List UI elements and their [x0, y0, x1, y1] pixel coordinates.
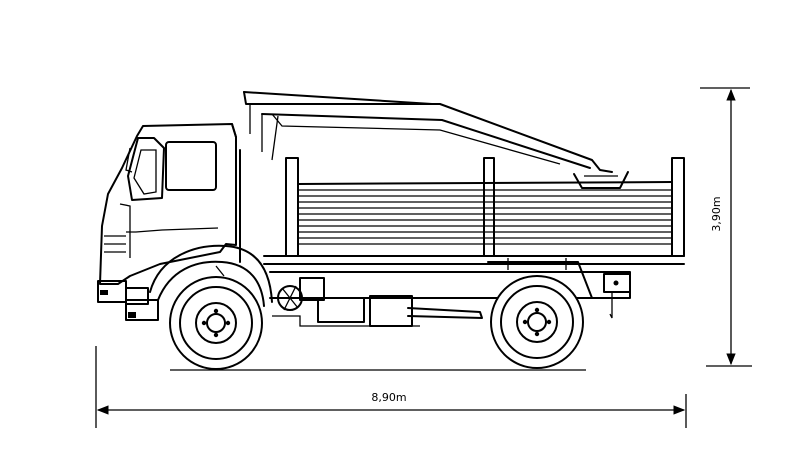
- length-dimension-label: 8,90m: [371, 391, 406, 404]
- front-fender: [149, 244, 273, 307]
- crane-boom: [243, 91, 629, 189]
- rear-wheel: [490, 275, 584, 369]
- front-wheel: [169, 276, 263, 370]
- cargo-bed: [263, 157, 685, 265]
- length-dimension: [95, 346, 687, 428]
- height-dimension-label: 3,90m: [710, 196, 723, 231]
- chassis-frame: [269, 258, 631, 327]
- truck-cab: [97, 123, 241, 321]
- height-dimension: [700, 87, 752, 367]
